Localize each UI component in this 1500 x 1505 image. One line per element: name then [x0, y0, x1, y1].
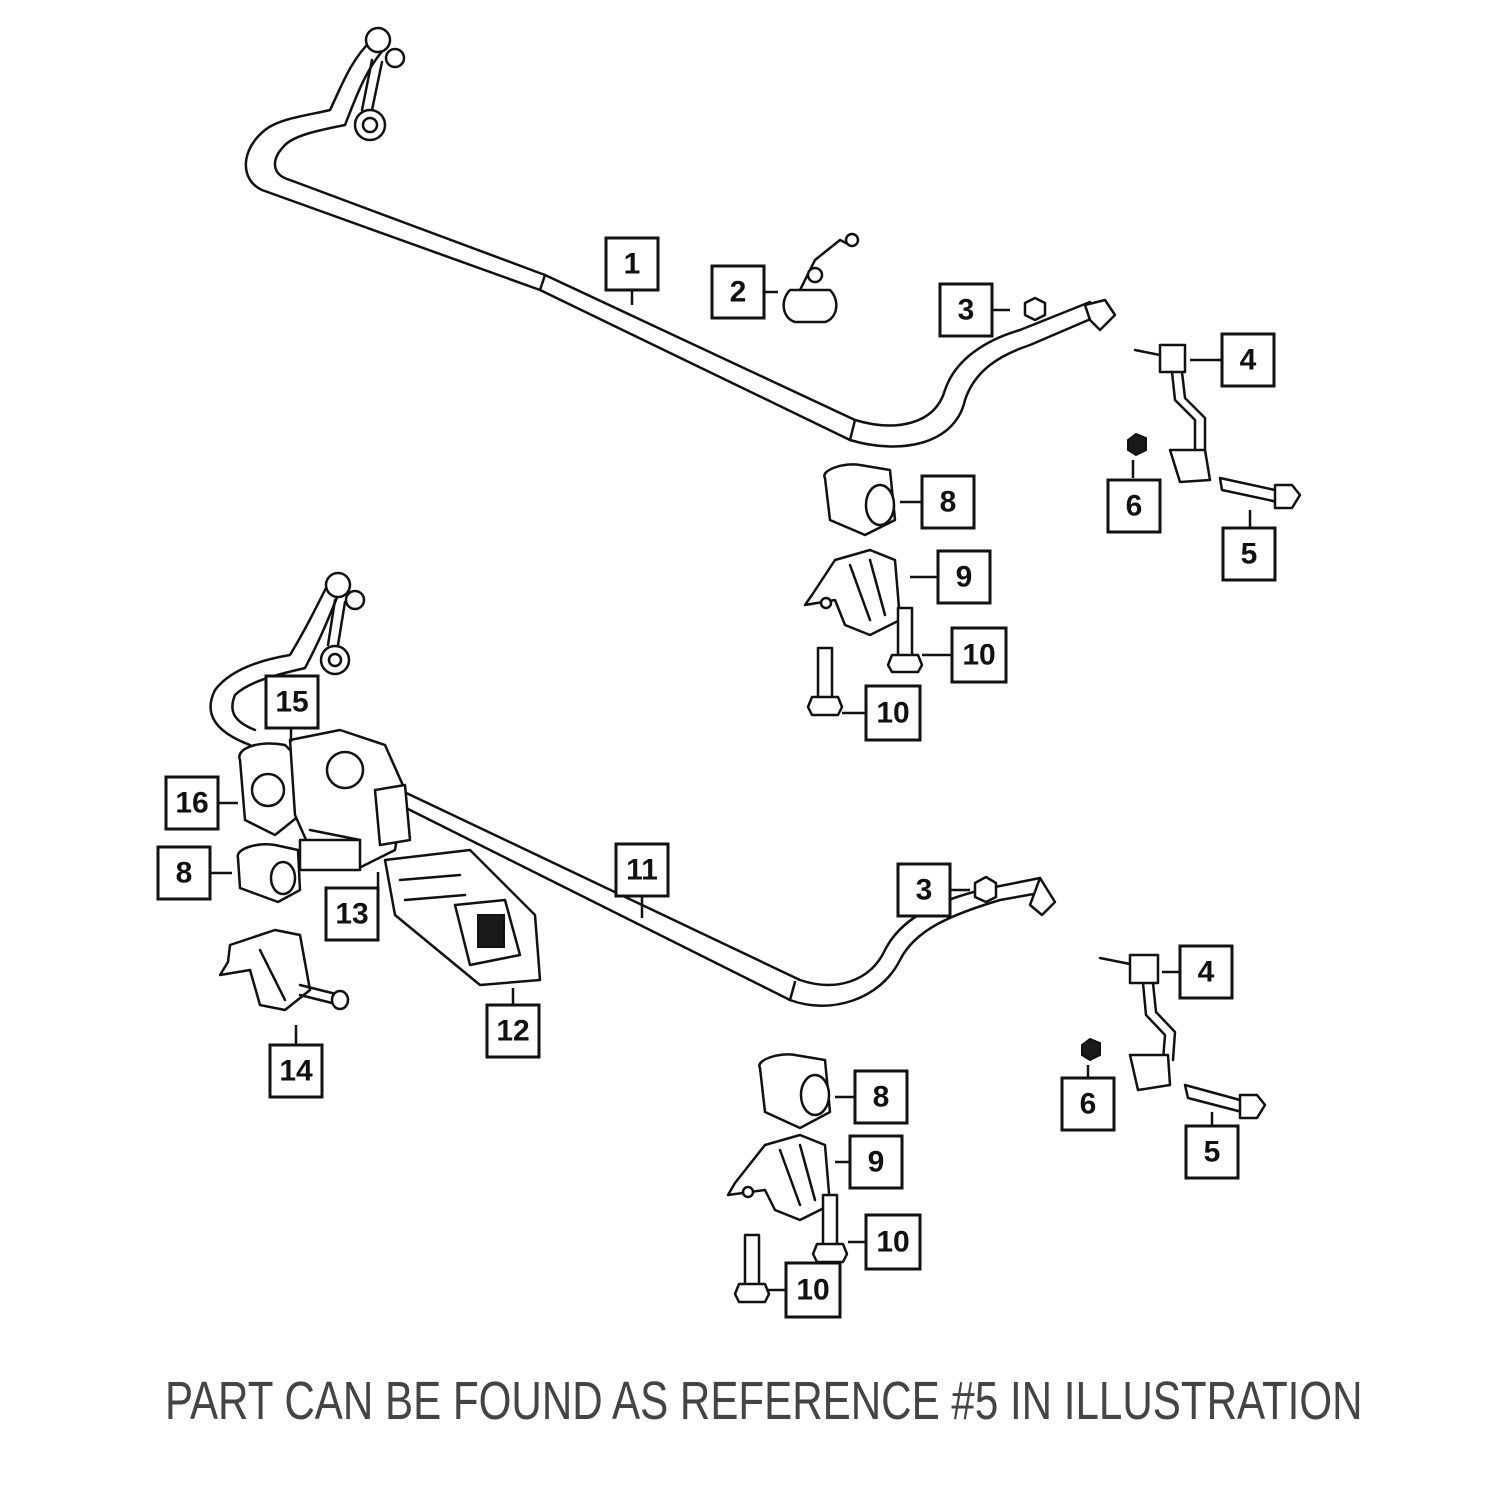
- callout-12: 12: [485, 1003, 541, 1059]
- svg-text:5: 5: [1204, 1136, 1221, 1169]
- callout-11: 11: [614, 842, 670, 898]
- callout-16: 16: [164, 775, 220, 831]
- callout-5-upper: 5: [1221, 526, 1277, 582]
- callout-14: 14: [268, 1043, 324, 1099]
- bolt-part-5-upper: [1218, 476, 1302, 510]
- stabilizer-link-lower-right: [1098, 953, 1177, 1092]
- svg-text:10: 10: [796, 1274, 829, 1307]
- leader-lines: [210, 290, 1252, 1292]
- bracket-part-9-upper: [803, 548, 902, 637]
- nut-part-3-lower: [973, 875, 998, 904]
- callout-5-lower: 5: [1184, 1124, 1240, 1180]
- bushing-part-8-upper: [823, 463, 897, 537]
- svg-text:9: 9: [956, 561, 973, 594]
- sway-bar-upper: [244, 38, 1117, 448]
- callout-9-upper: 9: [936, 549, 992, 605]
- callout-10-lower-a: 10: [864, 1213, 922, 1271]
- svg-text:11: 11: [626, 854, 658, 887]
- callout-10-lower-b: 10: [784, 1261, 842, 1319]
- bracket-part-9-lower: [726, 1133, 832, 1222]
- bracket-part-14: [218, 928, 350, 1012]
- callout-6-upper: 6: [1106, 478, 1162, 534]
- callout-8-lower-left: 8: [156, 845, 212, 901]
- svg-text:6: 6: [1126, 490, 1143, 523]
- callout-1: 1: [604, 236, 660, 292]
- bushing-part-8-lower-left: [236, 843, 302, 904]
- svg-text:13: 13: [335, 898, 368, 931]
- svg-text:10: 10: [962, 639, 995, 672]
- bolt-part-5-lower: [1183, 1083, 1267, 1120]
- bushing-clamp-part-2: [782, 232, 860, 324]
- svg-text:15: 15: [275, 686, 308, 719]
- svg-text:4: 4: [1198, 956, 1215, 989]
- svg-text:4: 4: [1240, 344, 1257, 377]
- stabilizer-link-upper-right: [1133, 343, 1212, 484]
- bolts-part-10-lower: [733, 1193, 849, 1304]
- end-link-lower-left: [319, 571, 366, 676]
- callout-6-lower: 6: [1060, 1076, 1116, 1132]
- callout-9-lower: 9: [848, 1134, 904, 1190]
- svg-text:1: 1: [624, 248, 641, 281]
- svg-text:8: 8: [940, 486, 957, 519]
- callout-2: 2: [710, 264, 766, 320]
- svg-text:9: 9: [868, 1146, 885, 1179]
- svg-text:10: 10: [876, 1226, 909, 1259]
- callout-13: 13: [324, 886, 380, 942]
- svg-text:3: 3: [916, 874, 933, 907]
- svg-text:3: 3: [958, 294, 975, 327]
- nut-part-6-lower: [1081, 1037, 1101, 1062]
- bushing-part-8-lower: [758, 1053, 832, 1130]
- end-link-upper-left: [353, 26, 406, 142]
- callout-3-lower: 3: [896, 862, 952, 918]
- svg-text:8: 8: [873, 1081, 890, 1114]
- svg-text:10: 10: [876, 697, 909, 730]
- svg-text:16: 16: [175, 787, 208, 820]
- callout-4-lower: 4: [1178, 944, 1234, 1000]
- module-part-12: [383, 848, 542, 987]
- callout-15: 15: [264, 674, 320, 730]
- callout-10-upper-b: 10: [864, 684, 922, 742]
- svg-text:8: 8: [176, 857, 193, 890]
- callout-4-upper: 4: [1220, 332, 1276, 388]
- svg-text:14: 14: [279, 1055, 313, 1088]
- svg-text:6: 6: [1080, 1088, 1097, 1121]
- actuator-housing: [238, 728, 412, 872]
- reference-caption: PART CAN BE FOUND AS REFERENCE #5 IN ILL…: [165, 1371, 1363, 1431]
- nut-part-6-upper: [1127, 432, 1147, 457]
- svg-text:12: 12: [496, 1015, 529, 1048]
- nut-part-3-upper: [1023, 296, 1047, 322]
- callout-8-lower: 8: [853, 1069, 909, 1125]
- callout-10-upper-a: 10: [950, 626, 1008, 684]
- callout-3-upper: 3: [938, 282, 994, 338]
- callout-8-upper: 8: [920, 474, 976, 530]
- bolts-part-10-upper: [806, 606, 924, 717]
- svg-text:5: 5: [1241, 538, 1258, 571]
- svg-text:2: 2: [730, 276, 747, 309]
